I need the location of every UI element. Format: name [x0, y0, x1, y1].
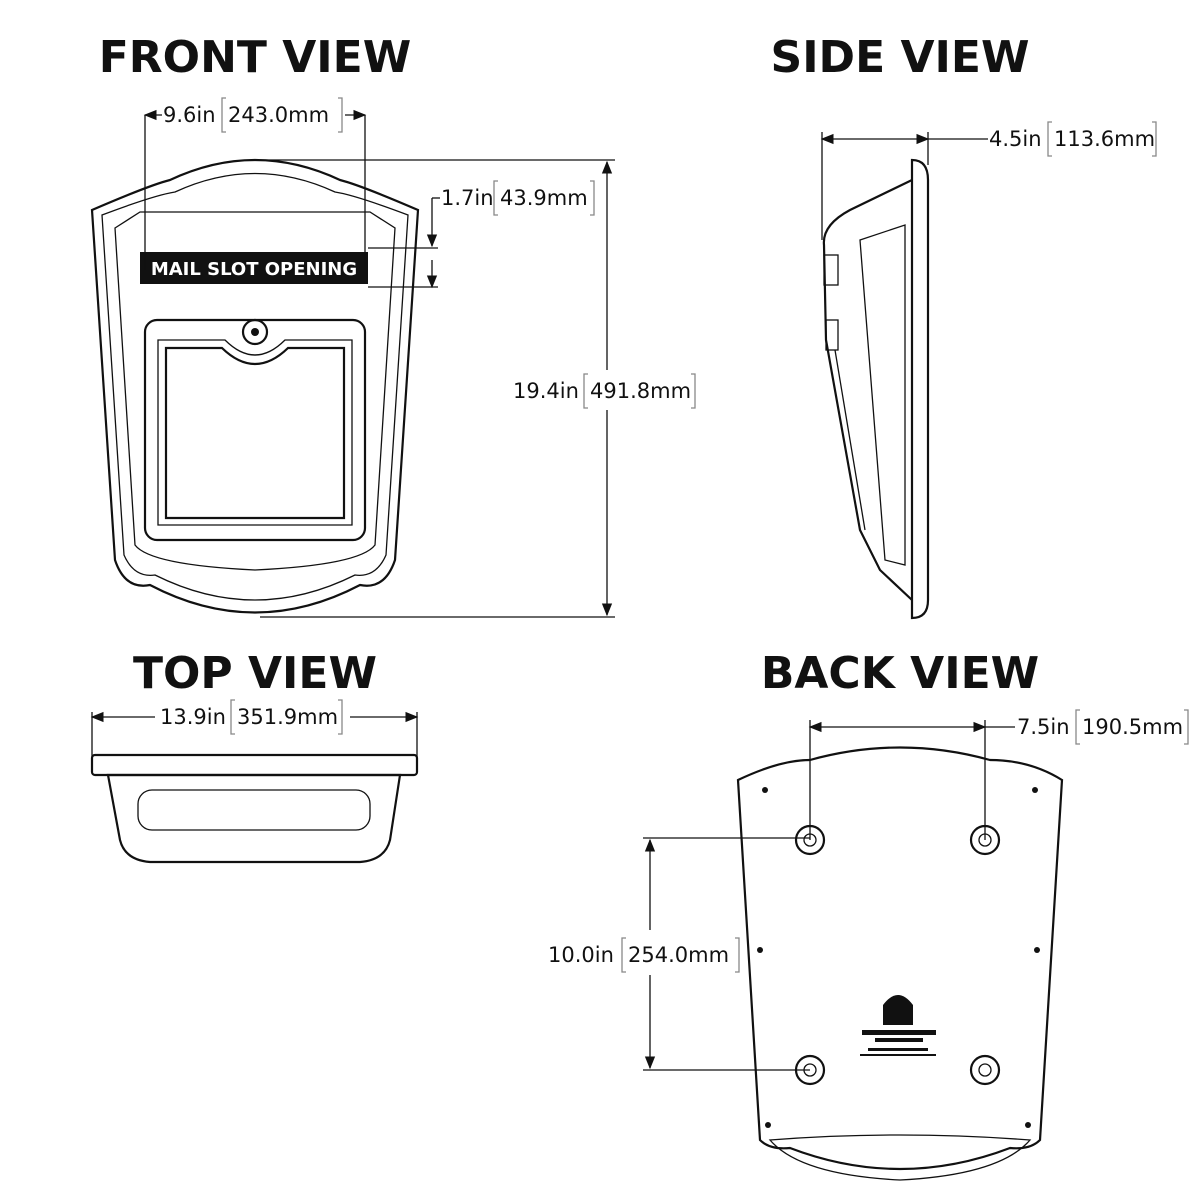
front-height-mm: 491.8mm — [590, 379, 691, 403]
top-view-title: TOP VIEW — [133, 648, 377, 699]
back-view-title: BACK VIEW — [761, 648, 1039, 699]
screw-points — [757, 787, 1040, 1128]
mail-slot — [140, 252, 368, 284]
brand-logo — [860, 995, 936, 1056]
back-view: BACK VIEW 7.5in 190.5mm 10.0in 254 — [548, 648, 1189, 1181]
top-view: TOP VIEW 13.9in 351.9mm — [90, 648, 419, 864]
side-depth-mm: 113.6mm — [1054, 127, 1155, 151]
front-view: FRONT VIEW MAIL SLOT OPENING 9.6in 243.0… — [90, 32, 696, 618]
back-plate-outline — [736, 746, 1064, 1171]
mounting-holes — [794, 824, 1001, 1086]
top-backplate — [90, 753, 419, 777]
front-height-in: 19.4in — [513, 379, 579, 403]
front-width-mm: 243.0mm — [228, 103, 329, 127]
back-hole-spacing-v-in: 10.0in — [548, 943, 614, 967]
back-hole-spacing-h-mm: 190.5mm — [1082, 715, 1183, 739]
side-depth-in: 4.5in — [989, 127, 1042, 151]
front-view-title: FRONT VIEW — [99, 32, 412, 83]
front-width-in: 9.6in — [163, 103, 216, 127]
top-body-outline — [106, 773, 402, 864]
mail-slot-label: MAIL SLOT OPENING — [151, 259, 357, 280]
top-width-mm: 351.9mm — [237, 705, 338, 729]
back-hole-spacing-h-in: 7.5in — [1017, 715, 1070, 739]
top-width-in: 13.9in — [160, 705, 226, 729]
lock-icon — [241, 318, 269, 346]
back-hole-spacing-v-mm: 254.0mm — [628, 943, 729, 967]
side-body-outline — [822, 179, 913, 601]
side-view-title: SIDE VIEW — [771, 32, 1030, 83]
slot-height-mm: 43.9mm — [500, 186, 588, 210]
slot-height-in: 1.7in — [441, 186, 494, 210]
side-view: SIDE VIEW 4.5in 113.6mm — [771, 32, 1157, 620]
door-outline — [143, 318, 367, 542]
front-body-outline — [90, 158, 420, 614]
side-backplate — [910, 158, 930, 620]
door-window — [164, 346, 346, 520]
